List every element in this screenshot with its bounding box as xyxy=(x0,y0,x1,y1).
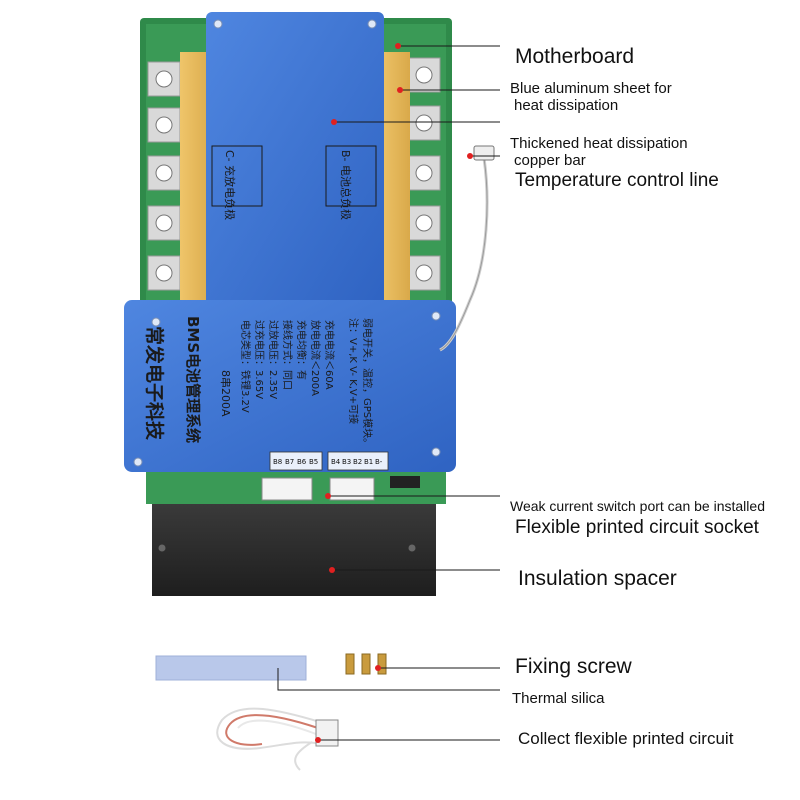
temperature-plug xyxy=(473,145,495,161)
svg-text:B6: B6 xyxy=(297,458,307,466)
label-fpc-socket: Flexible printed circuit socket xyxy=(515,517,759,538)
svg-text:放电电流＜200A: 放电电流＜200A xyxy=(309,320,322,396)
svg-text:过充电压：3.65V: 过充电压：3.65V xyxy=(253,320,266,399)
svg-text:B3: B3 xyxy=(342,458,351,466)
spec-lines: 电芯类型：铁锂3.2V 过充电压：3.65V 过放电压：2.35V 接线方式：同… xyxy=(239,320,336,413)
svg-text:B5: B5 xyxy=(309,458,318,466)
svg-text:弱电开关，温控，GPS模块。: 弱电开关，温控，GPS模块。 xyxy=(361,318,374,448)
svg-text:接线方式：同口: 接线方式：同口 xyxy=(281,320,294,390)
svg-text:充电均衡：有: 充电均衡：有 xyxy=(295,320,308,380)
pin-labels-right: B4 B3 B2 B1 B- xyxy=(331,458,383,466)
leader-dots xyxy=(315,43,473,743)
label-copper-bar-line2: copper bar xyxy=(514,152,586,170)
svg-text:电芯类型：铁锂3.2V: 电芯类型：铁锂3.2V xyxy=(239,320,252,413)
left-terminal-bolts xyxy=(147,61,181,291)
insulation-spacer xyxy=(152,504,436,596)
svg-text:B1: B1 xyxy=(364,458,373,466)
right-plate-label: B- 电池总负极 xyxy=(339,150,353,220)
svg-text:充电电流＜60A: 充电电流＜60A xyxy=(323,320,336,390)
svg-text:B-: B- xyxy=(375,458,383,466)
svg-text:B4: B4 xyxy=(331,458,341,466)
label-temperature-line: Temperature control line xyxy=(515,170,719,191)
pin-box-left xyxy=(269,451,323,471)
label-motherboard: Motherboard xyxy=(515,45,635,68)
label-copper-bar-line1: Thickened heat dissipation xyxy=(510,135,688,152)
left-plate-label: C- 充放电负极 xyxy=(223,150,237,220)
label-weak-current: Weak current switch port can be installe… xyxy=(510,498,765,514)
label-heat-sheet: Blue aluminum sheet for heat dissipation xyxy=(510,80,672,115)
aluminum-sheet-upper xyxy=(206,12,384,308)
right-terminal-bolts xyxy=(407,57,441,291)
svg-text:B7: B7 xyxy=(285,458,294,466)
svg-text:B2: B2 xyxy=(353,458,362,466)
model-text: 8串200A xyxy=(219,370,232,417)
label-insulation: Insulation spacer xyxy=(518,567,677,590)
svg-text:注：V+,K V- K,V+可接: 注：V+,K V- K,V+可接 xyxy=(347,318,360,424)
label-thermal-silica: Thermal silica xyxy=(512,690,605,707)
label-heat-sheet-line1: Blue aluminum sheet for xyxy=(510,80,672,97)
label-fixing-screw: Fixing screw xyxy=(515,655,632,678)
leader-lines xyxy=(277,45,500,741)
fixing-screws xyxy=(345,653,387,675)
thermal-silica-pad xyxy=(155,655,307,681)
pin-labels-left: B8 B7 B6 B5 xyxy=(273,458,318,466)
label-collect-fpc: Collect flexible printed circuit xyxy=(518,729,734,748)
pin-box-right xyxy=(327,451,389,471)
aluminum-sheet-lower xyxy=(124,300,456,472)
brand-text: 常发电子科技 xyxy=(143,326,166,441)
svg-text:B8: B8 xyxy=(273,458,282,466)
label-copper-bar: Thickened heat dissipation copper bar xyxy=(510,135,688,170)
system-text: BMS电池管理系统 xyxy=(184,316,202,443)
note-lines: 注：V+,K V- K,V+可接 弱电开关，温控，GPS模块。 xyxy=(347,318,374,448)
svg-text:过放电压：2.35V: 过放电压：2.35V xyxy=(267,320,280,399)
label-heat-sheet-line2: heat dissipation xyxy=(514,97,619,115)
